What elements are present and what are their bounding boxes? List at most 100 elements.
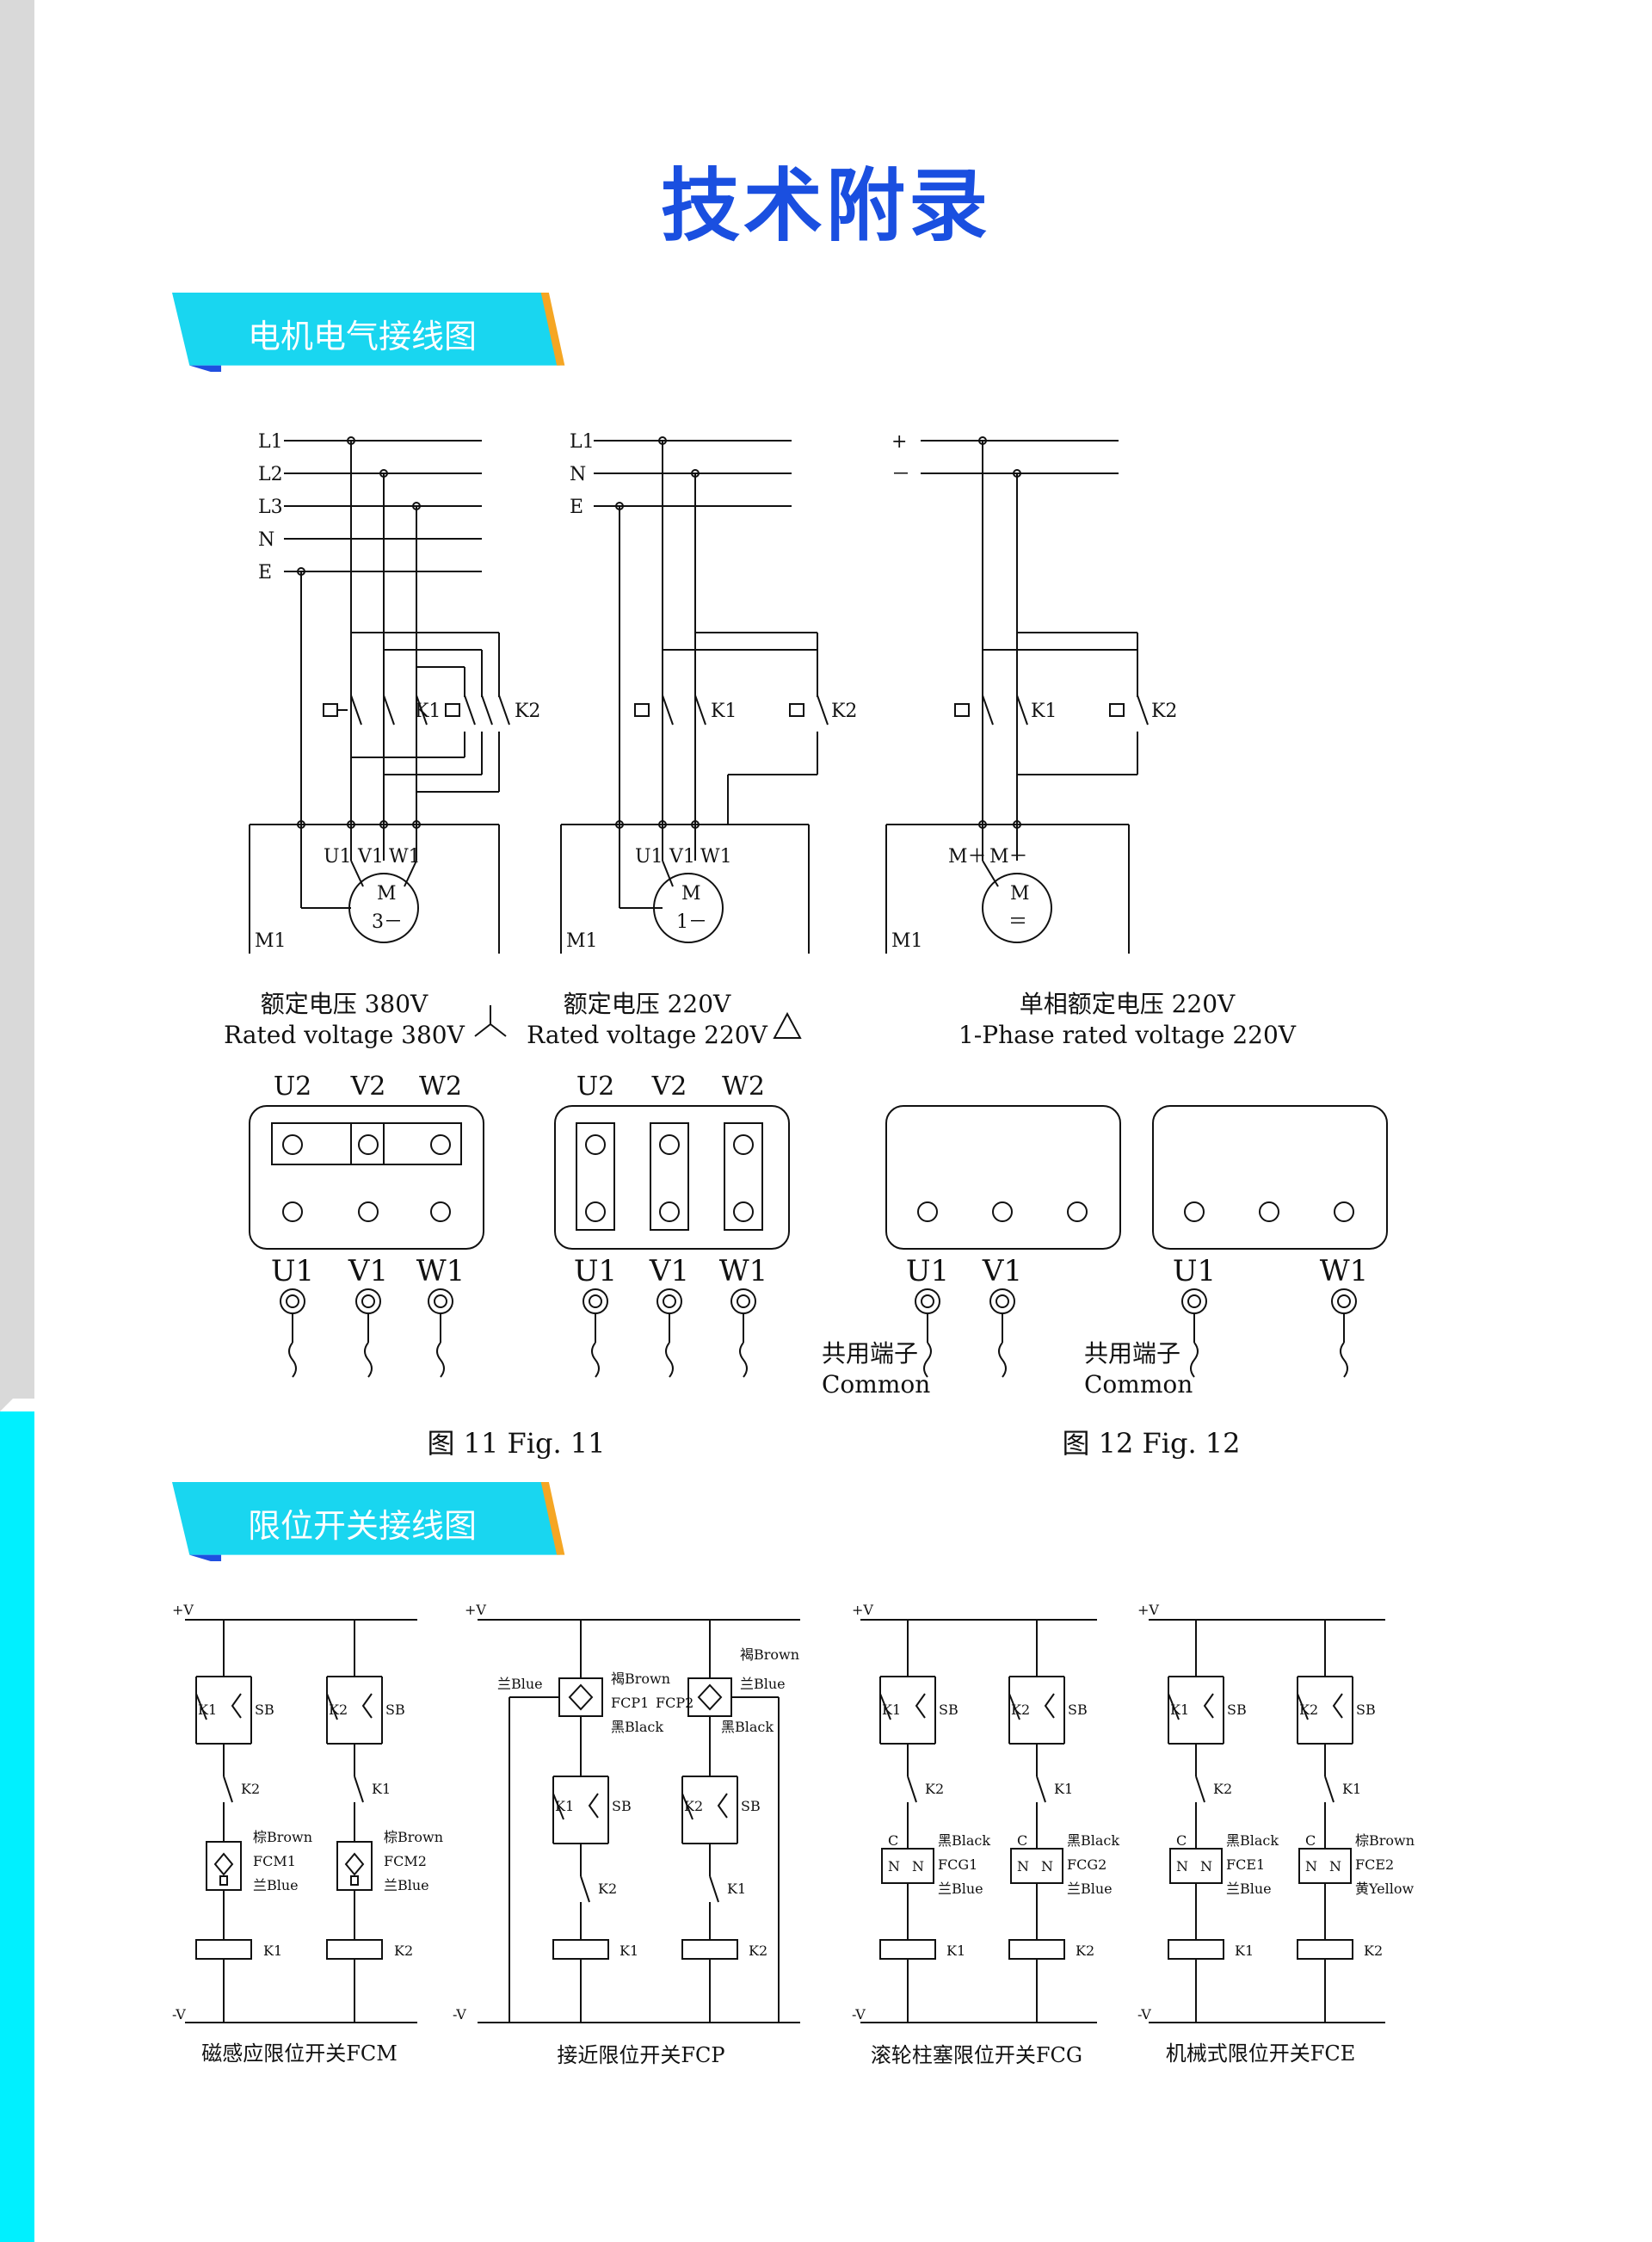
fce-blue: 兰Blue <box>1226 1881 1272 1897</box>
fce-k2: K2 <box>1299 1702 1318 1718</box>
terminal-top-label: W2 <box>722 1072 765 1102</box>
fcm-blue: 兰Blue <box>253 1877 299 1893</box>
fcm-circuit <box>185 1619 417 2023</box>
fcg-k1: K1 <box>882 1702 901 1718</box>
section-title-motor: 电机电气接线图 <box>248 318 478 355</box>
d1-voltage-cn: 额定电压 380V <box>261 990 428 1018</box>
d1-motor-label: M <box>377 883 397 905</box>
minus-v-label: -V <box>172 2006 186 2023</box>
fcp-blue: 兰Blue <box>497 1676 543 1692</box>
d2-motor-label: M <box>681 883 701 905</box>
d2-line-label: E <box>570 497 583 518</box>
d1-k2-label: K2 <box>515 701 540 722</box>
fcg-black: 黑Black <box>938 1832 990 1849</box>
common-label-en: Common <box>1084 1370 1193 1399</box>
fcp-black: 黑Black <box>611 1719 663 1735</box>
terminal-top-label: V2 <box>651 1072 687 1102</box>
fcm-k2-coil: K2 <box>394 1942 413 1959</box>
fcg-s2: FCG2 <box>1067 1856 1106 1873</box>
fcm-brown: 棕Brown <box>253 1829 312 1845</box>
motor-diagram-dc <box>885 436 1149 954</box>
d2-line-label: L1 <box>570 431 595 453</box>
fce-k2-coil: K2 <box>1364 1942 1383 1959</box>
fcm-caption: 磁感应限位开关FCM <box>201 2041 398 2066</box>
d1-line-label: L1 <box>258 431 283 453</box>
d1-w-label: W1 <box>389 846 421 868</box>
d1-frame-label: M1 <box>255 930 287 952</box>
fce-sb: SB <box>1227 1702 1247 1718</box>
motor-wiring-diagram: L1 L2 L3 N E K1 K2 U1 V1 W1 M 3－ M1 L1 N… <box>224 431 1388 1460</box>
ring-terminals <box>280 1288 1357 1378</box>
fcp-brown: 褐Brown <box>611 1671 670 1687</box>
figure-12-caption: 图 12 Fig. 12 <box>1062 1427 1240 1460</box>
fce-circuit <box>1149 1619 1385 2023</box>
fcp-s1: FCP1 <box>611 1695 649 1711</box>
fce-n: N <box>1176 1858 1188 1875</box>
fcg-blue: 兰Blue <box>1067 1881 1113 1897</box>
left-edge-gray <box>0 0 34 1399</box>
d1-line-label: L3 <box>258 497 283 518</box>
fcm-k1-coil: K1 <box>263 1942 282 1959</box>
d3-line-label: + <box>891 431 907 453</box>
fcp-k1: K1 <box>555 1798 574 1814</box>
fcg-sb: SB <box>1068 1702 1088 1718</box>
terminal-bottom-label: V1 <box>649 1254 689 1288</box>
d3-motor-label: M <box>1010 883 1030 905</box>
fcm-s1: FCM1 <box>253 1853 296 1869</box>
terminal-bottom-label: U1 <box>1173 1254 1216 1288</box>
fcm-brown: 棕Brown <box>384 1829 443 1845</box>
terminal-top-label: U2 <box>274 1072 311 1102</box>
fcg-black: 黑Black <box>1067 1832 1119 1849</box>
common-label-cn: 共用端子 <box>822 1339 918 1368</box>
d1-v-label: V1 <box>357 846 384 868</box>
common-label-cn: 共用端子 <box>1084 1339 1180 1368</box>
fcm-k2: K2 <box>329 1702 348 1718</box>
d3-line-label: － <box>891 464 910 485</box>
fcg-c: C <box>1017 1832 1027 1849</box>
section-title-limit: 限位开关接线图 <box>248 1507 478 1545</box>
section-banner-limit: 限位开关接线图 <box>155 1482 585 1561</box>
fcm-blue: 兰Blue <box>384 1877 429 1893</box>
fce-c: C <box>1305 1832 1316 1849</box>
d2-v-label: V1 <box>669 846 695 868</box>
d1-line-label: E <box>258 562 272 584</box>
d3-k1-label: K1 <box>1031 701 1057 722</box>
fcg-sb: SB <box>939 1702 959 1718</box>
d3-voltage-cn: 单相额定电压 220V <box>1020 990 1236 1018</box>
fce-n: N <box>1200 1858 1212 1875</box>
d3-frame-label: M1 <box>891 930 923 952</box>
d1-u-label: U1 <box>324 846 352 868</box>
d1-line-label: L2 <box>258 464 283 485</box>
triangle-symbol <box>773 1011 802 1039</box>
d2-voltage-en: Rated voltage 220V <box>527 1021 767 1049</box>
left-edge-cyan <box>0 1411 34 2242</box>
d1-line-label: N <box>258 529 274 551</box>
d2-k1-label: K1 <box>711 701 737 722</box>
fcg-n: N <box>888 1858 900 1875</box>
d3-voltage-en: 1-Phase rated voltage 220V <box>959 1021 1297 1049</box>
fce-brown: 棕Brown <box>1355 1832 1415 1849</box>
fcg-n: N <box>912 1858 924 1875</box>
fcg-s1: FCG1 <box>938 1856 977 1873</box>
fcg-k2-contact: K2 <box>925 1781 944 1797</box>
figure-11-caption: 图 11 Fig. 11 <box>427 1427 605 1460</box>
minus-v-label: -V <box>852 2006 866 2023</box>
terminal-bottom-label: V1 <box>982 1254 1022 1288</box>
motor-diagram-380v <box>249 436 510 954</box>
fcg-k2-coil: K2 <box>1076 1942 1094 1959</box>
fce-k1-contact: K1 <box>1342 1781 1361 1797</box>
fce-n: N <box>1305 1858 1317 1875</box>
terminal-bottom-label: U1 <box>271 1254 314 1288</box>
terminal-bottom-label: W1 <box>719 1254 768 1288</box>
plus-v-label: +V <box>172 1602 194 1618</box>
fcm-k2-contact: K2 <box>241 1781 260 1797</box>
fcg-circuit <box>860 1619 1097 2023</box>
plus-v-label: +V <box>1137 1602 1159 1618</box>
fce-sb: SB <box>1356 1702 1376 1718</box>
fcg-n: N <box>1041 1858 1053 1875</box>
terminal-bottom-label: W1 <box>416 1254 465 1288</box>
common-label-en: Common <box>822 1370 930 1399</box>
left-edge-notch <box>0 1377 34 1411</box>
fcm-k1: K1 <box>198 1702 217 1718</box>
fcg-k1-coil: K1 <box>946 1942 965 1959</box>
